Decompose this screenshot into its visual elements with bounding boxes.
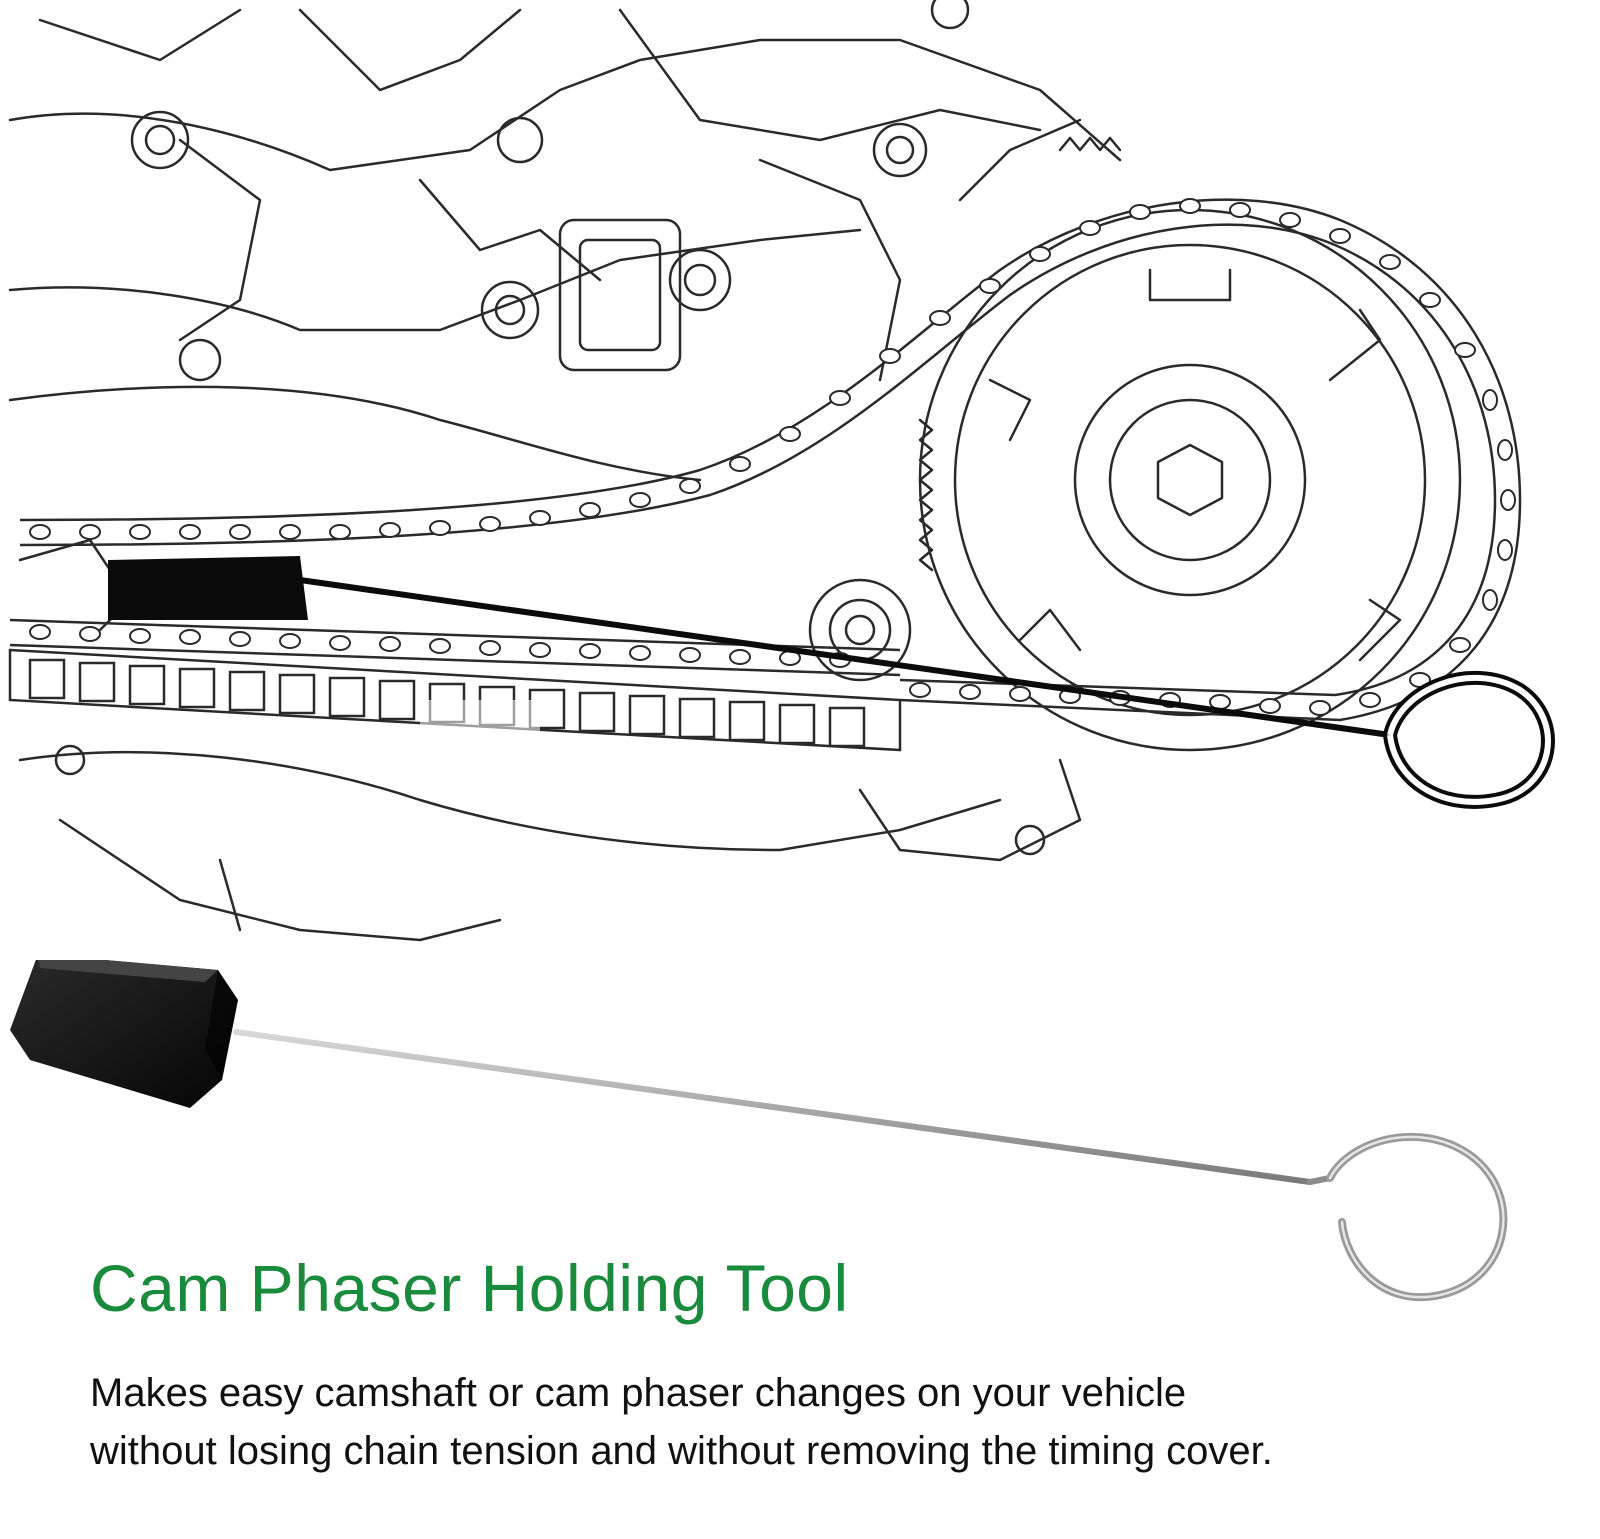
product-description: Makes easy camshaft or cam phaser change… <box>90 1364 1510 1480</box>
description-line-1: Makes easy camshaft or cam phaser change… <box>90 1371 1187 1415</box>
product-title: Cam Phaser Holding Tool <box>90 1251 849 1325</box>
description-line-2: without losing chain tension and without… <box>90 1429 1273 1473</box>
tool-product-photo <box>10 960 1508 1301</box>
engine-installation-illustration <box>8 0 1555 942</box>
installed-tool-wedge <box>108 556 308 620</box>
